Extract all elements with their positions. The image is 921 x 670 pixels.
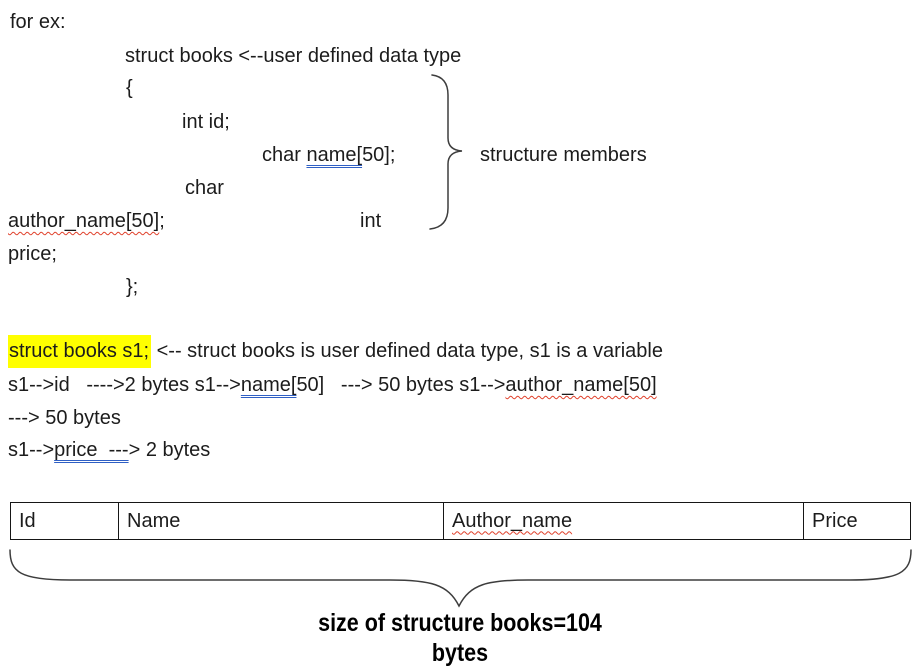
table-span-brace-icon: [9, 549, 912, 608]
table-header-name: Name: [119, 503, 444, 539]
author-member-rest: ;: [159, 210, 165, 232]
table-header-price: Price: [804, 503, 910, 539]
table-header-author: Author_name: [444, 503, 804, 539]
expl-price-underlined: price ---: [54, 439, 129, 461]
code-line-for-ex: for ex:: [10, 11, 66, 33]
code-line-int-id: int id;: [182, 111, 230, 133]
code-line-price: price;: [8, 243, 57, 265]
expl-line-2: s1-->id ---->2 bytes s1-->name[50] ---> …: [8, 374, 657, 397]
code-line-struct-decl: struct books <--user defined data type: [125, 45, 462, 67]
code-line-int2: int: [360, 210, 382, 232]
author-member-squiggled: author_name[50]: [8, 210, 160, 232]
code-line-char2: char: [185, 177, 224, 199]
code-line-open-brace: {: [126, 77, 133, 99]
expl-line-4: s1-->price ---> 2 bytes: [8, 439, 210, 462]
code-line-close-brace: };: [126, 276, 139, 298]
table-header-name-label: Name: [127, 509, 181, 532]
table-header-author-label: Author_name: [452, 509, 573, 532]
expl-line-4a: s1-->: [8, 439, 55, 461]
highlighted-struct-decl: struct books s1;: [8, 335, 152, 368]
expl-author-squiggled: author_name[50]: [505, 374, 657, 396]
expl-line-1: struct books s1; <-- struct books is use…: [8, 335, 663, 368]
code-line-char-name: char name[50];: [262, 144, 395, 167]
size-note: size of structure books=104 bytes: [64, 608, 856, 668]
struct-members-table: Id Name Author_name Price: [10, 502, 911, 540]
expl-line-2b: 50] ---> 50 bytes s1-->: [296, 374, 506, 396]
expl-line-3: ---> 50 bytes: [8, 407, 121, 429]
expl-line-4b: > 2 bytes: [128, 439, 211, 461]
char-keyword: char: [262, 144, 307, 166]
table-header-price-label: Price: [812, 509, 858, 532]
structure-members-label: structure members: [480, 144, 647, 166]
name-member-rest: 50];: [362, 144, 396, 166]
expl-line-1-rest: <-- struct books is user defined data ty…: [151, 340, 663, 362]
expl-line-2a: s1-->id ---->2 bytes s1-->: [8, 374, 241, 396]
code-line-author: author_name[50];: [8, 210, 165, 233]
name-member-underlined: name[: [306, 144, 363, 166]
expl-name-underlined: name[: [240, 374, 297, 396]
size-note-line-1: size of structure books=104: [318, 609, 602, 637]
table-header-id-label: Id: [19, 509, 36, 532]
table-header-id: Id: [11, 503, 119, 539]
size-note-line-2: bytes: [431, 639, 489, 667]
structure-members-brace-icon: [429, 74, 463, 230]
